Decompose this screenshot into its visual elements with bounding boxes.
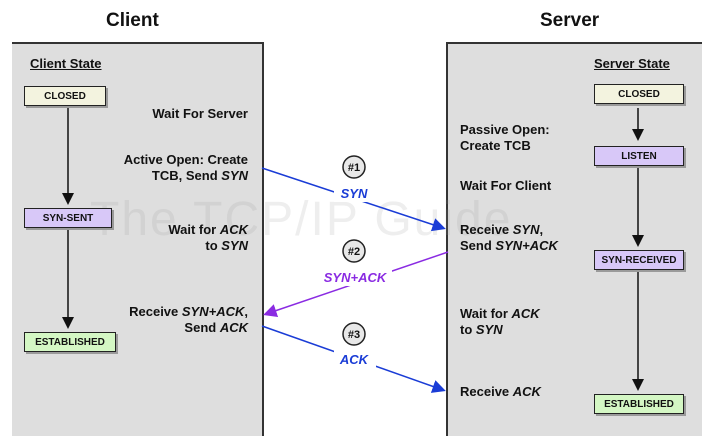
client-active-open-line1: Active Open: Create — [123, 152, 248, 167]
server-state-header: Server State — [594, 56, 670, 71]
server-state-listen: LISTEN — [594, 146, 684, 166]
server-receive-syn-line2a: Send — [460, 238, 496, 253]
msg3-number-circle — [342, 322, 366, 346]
client-receive-line1c: , — [244, 304, 248, 319]
server-wait-ack-line2a: to — [460, 322, 476, 337]
client-wait-ack-line2b: SYN — [221, 238, 248, 253]
client-receive-synack: Receive SYN+ACK, Send ACK — [129, 304, 248, 336]
client-receive-line1b: SYN+ACK — [181, 304, 245, 319]
msg3-label: ACK — [339, 352, 370, 367]
syn-label-bg — [334, 184, 376, 202]
server-wait-for-ack: Wait for ACK to SYN — [460, 306, 540, 338]
msg2-label: SYN+ACK — [324, 270, 388, 285]
server-state-established: ESTABLISHED — [594, 394, 684, 414]
msg1-label: SYN — [341, 186, 368, 201]
server-receive-ack-a: Receive — [460, 384, 513, 399]
client-panel-edge — [262, 42, 264, 436]
server-receive-syn: Receive SYN, Send SYN+ACK — [460, 222, 558, 254]
server-panel-edge — [446, 42, 448, 436]
server-receive-syn-line1c: , — [539, 222, 544, 237]
client-receive-line2a: Send — [184, 320, 220, 335]
server-wait-ack-line1b: ACK — [511, 306, 540, 321]
client-wait-for-server: Wait For Server — [152, 106, 248, 121]
server-state-syn-received: SYN-RECEIVED — [594, 250, 684, 270]
client-wait-for-ack: Wait for ACK to SYN — [168, 222, 248, 254]
server-receive-syn-line2b: SYN+ACK — [495, 238, 558, 253]
server-passive-open-line2: Create TCB — [460, 138, 531, 153]
server-passive-open-line1: Passive Open: — [460, 122, 550, 137]
msg1-number: #1 — [348, 162, 360, 174]
server-receive-syn-line1a: Receive — [460, 222, 513, 237]
server-wait-ack-line2b: SYN — [475, 322, 503, 337]
synack-label-bg — [318, 268, 392, 286]
msg2-number: #2 — [348, 246, 360, 258]
server-wait-ack-line1a: Wait for — [460, 306, 512, 321]
client-receive-line2b: ACK — [219, 320, 248, 335]
server-panel — [446, 42, 702, 436]
client-state-closed: CLOSED — [24, 86, 106, 106]
client-active-open: Active Open: Create TCB, Send SYN — [124, 152, 248, 184]
ack-label-bg — [334, 350, 376, 368]
server-wait-for-client: Wait For Client — [460, 178, 552, 193]
server-passive-open: Passive Open: Create TCB — [460, 122, 550, 154]
client-panel — [12, 42, 264, 436]
client-state-established: ESTABLISHED — [24, 332, 116, 352]
msg2-number-circle — [342, 239, 366, 263]
msg1-number-circle — [342, 155, 366, 179]
client-column-title: Client — [106, 10, 159, 31]
client-state-header: Client State — [30, 56, 102, 71]
server-receive-syn-line1b: SYN — [512, 222, 540, 237]
client-wait-ack-line1b: ACK — [219, 222, 248, 237]
server-column-title: Server — [540, 10, 600, 31]
client-receive-line1a: Receive — [129, 304, 182, 319]
client-wait-ack-line2a: to — [205, 238, 222, 253]
server-receive-ack: Receive ACK — [460, 384, 541, 400]
client-state-syn-sent: SYN-SENT — [24, 208, 112, 228]
server-receive-ack-b: ACK — [512, 384, 541, 399]
server-state-closed: CLOSED — [594, 84, 684, 104]
client-active-open-line2b: SYN — [221, 168, 248, 183]
msg3-number: #3 — [348, 329, 360, 341]
client-active-open-line2a: TCB, Send — [151, 168, 222, 183]
client-wait-ack-line1a: Wait for — [168, 222, 220, 237]
